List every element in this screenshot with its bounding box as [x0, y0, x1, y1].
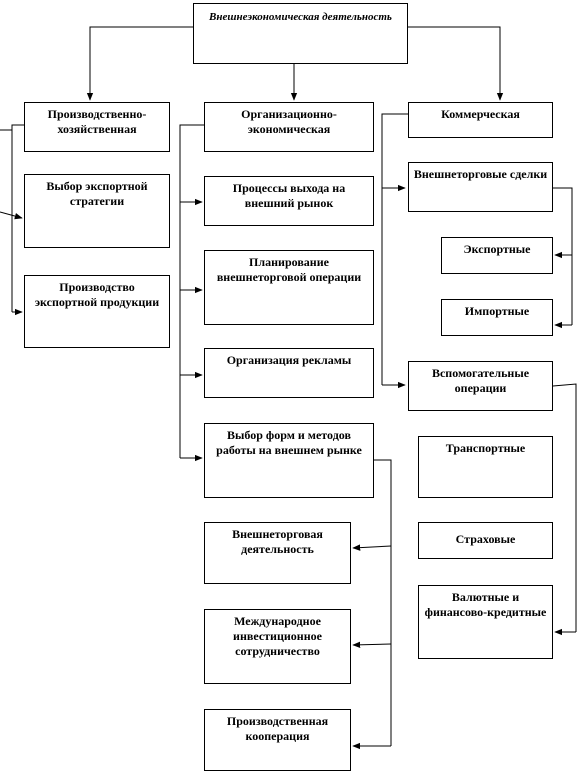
- left-item-export-strategy: Выбор экспортной стратегии: [24, 174, 170, 248]
- trade-type-label: Импортные: [464, 304, 530, 318]
- aux-type-label: Валютные и финансово-кредитные: [424, 590, 547, 619]
- connector-trade-spine: [553, 187, 573, 325]
- middle-item-label: Организация рекламы: [226, 353, 352, 367]
- forms-item-foreign-trade: Внешнеторговая деятельность: [204, 522, 351, 584]
- connector-left-item-1: [0, 211, 23, 220]
- forms-item-cooperation: Производственная кооперация: [204, 709, 351, 771]
- aux-type-label: Транспортные: [445, 441, 526, 455]
- connector-middle-spine: [179, 124, 204, 458]
- middle-item-planning: Планирование внешнеторговой операции: [204, 250, 374, 325]
- left-header-label: Производственно-хозяйственная: [47, 107, 147, 136]
- connector-root-left: [86, 26, 193, 101]
- aux-type-label: Страховые: [455, 532, 516, 546]
- connector-forms-1: [352, 544, 392, 551]
- middle-item-label: Планирование внешнеторговой операции: [216, 255, 362, 284]
- left-item-label: Производство экспортной продукции: [34, 280, 160, 309]
- connector-left-header-spine: [11, 124, 24, 312]
- trade-type-label: Экспортные: [463, 242, 531, 256]
- right-aux-label: Вспомогательные операции: [431, 366, 530, 395]
- right-aux-node: Вспомогательные операции: [408, 361, 553, 411]
- connector-forms-2: [352, 641, 392, 649]
- middle-item-advertising: Организация рекламы: [204, 348, 374, 398]
- aux-type-transport: Транспортные: [418, 436, 553, 498]
- middle-header-label: Организационно-экономическая: [241, 107, 337, 136]
- root-label: Внешнеэкономическая деятельность: [209, 11, 392, 23]
- forms-item-label: Внешнеторговая деятельность: [232, 527, 323, 556]
- middle-item-label: Выбор форм и методов работы на внешнем р…: [216, 428, 362, 457]
- right-header-node: Коммерческая: [408, 102, 553, 138]
- aux-type-finance: Валютные и финансово-кредитные: [418, 585, 553, 659]
- connector-lines: [0, 26, 577, 750]
- aux-type-insurance: Страховые: [418, 522, 553, 559]
- right-header-label: Коммерческая: [441, 107, 520, 121]
- connector-forms-spine: [374, 459, 392, 746]
- left-item-export-production: Производство экспортной продукции: [24, 275, 170, 348]
- right-trade-node: Внешнеторговые сделки: [408, 162, 553, 212]
- left-item-label: Выбор экспортной стратегии: [46, 179, 148, 208]
- connector-root-right: [408, 26, 504, 101]
- middle-item-market-entry: Процессы выхода на внешний рынок: [204, 176, 374, 226]
- connector-right-spine: [381, 113, 408, 385]
- forms-item-investment: Международное инвестиционное сотрудничес…: [204, 609, 351, 684]
- left-header-node: Производственно-хозяйственная: [24, 102, 170, 152]
- trade-type-import: Импортные: [441, 299, 553, 336]
- middle-item-label: Процессы выхода на внешний рынок: [232, 181, 346, 210]
- right-trade-label: Внешнеторговые сделки: [413, 167, 548, 181]
- trade-type-export: Экспортные: [441, 237, 553, 274]
- middle-item-forms-methods: Выбор форм и методов работы на внешнем р…: [204, 423, 374, 498]
- middle-header-node: Организационно-экономическая: [204, 102, 374, 152]
- connector-aux-spine: [552, 383, 577, 632]
- forms-item-label: Международное инвестиционное сотрудничес…: [233, 614, 322, 658]
- root-node: Внешнеэкономическая деятельность: [193, 3, 408, 64]
- forms-item-label: Производственная кооперация: [226, 714, 329, 743]
